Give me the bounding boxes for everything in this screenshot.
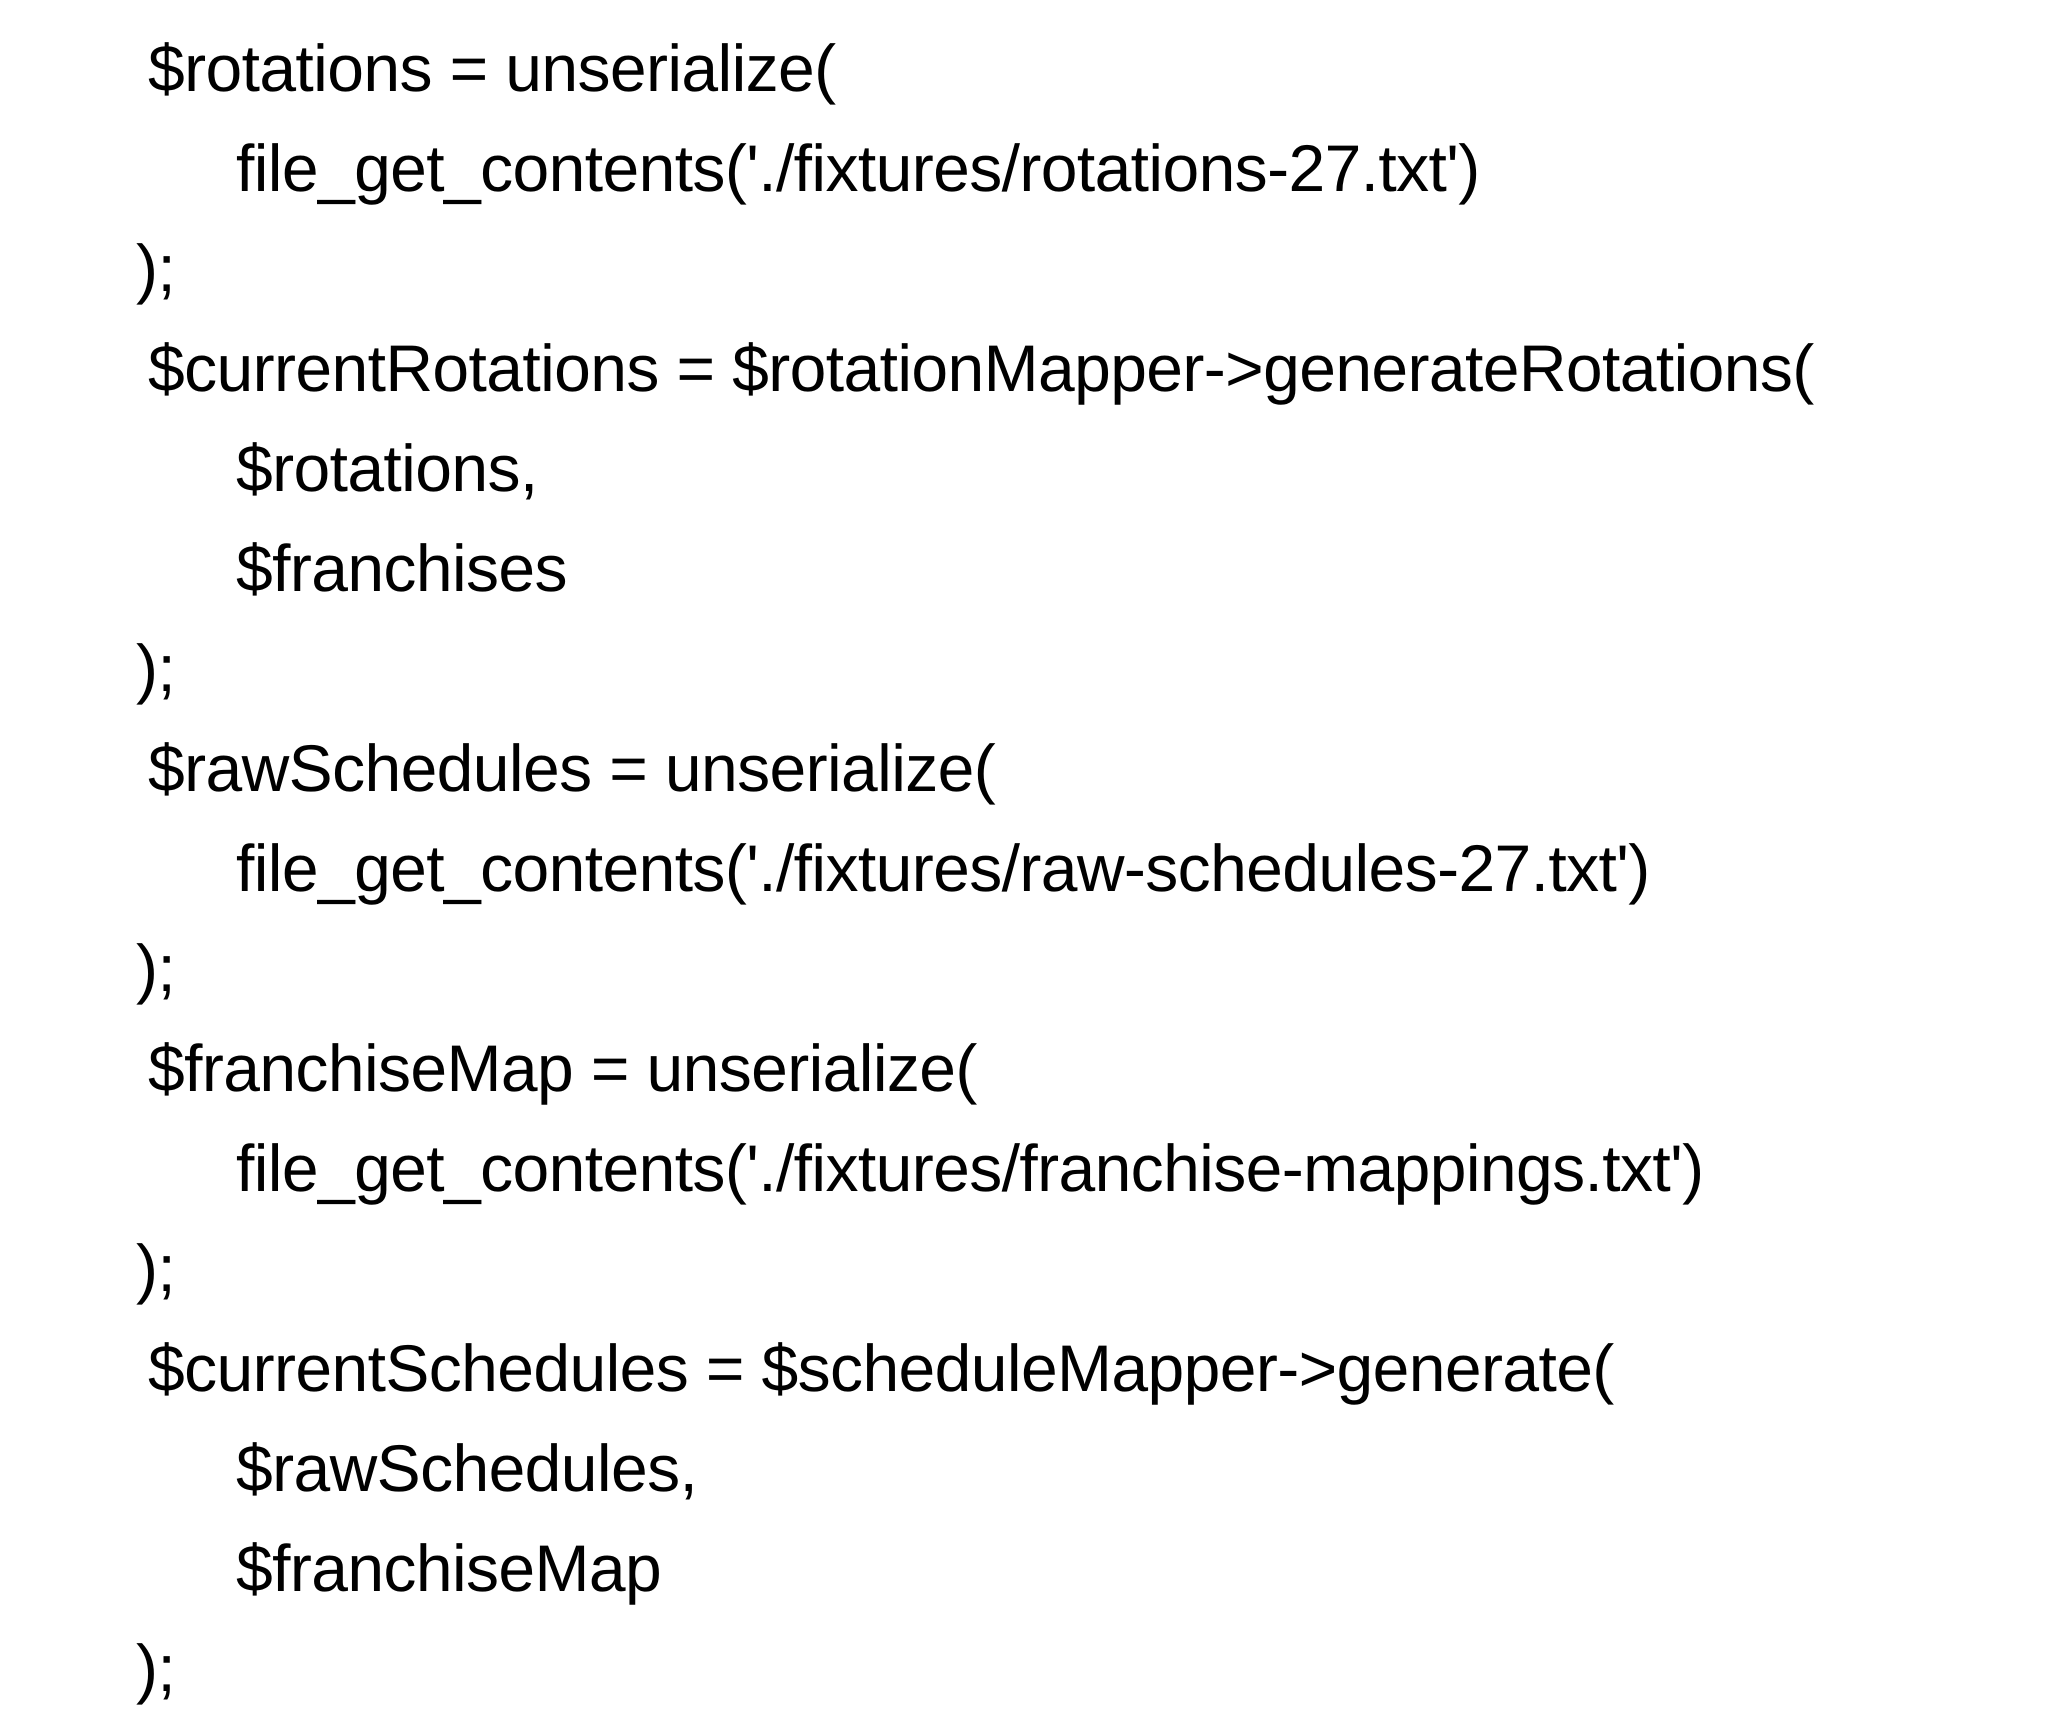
code-line: $franchiseMap = unserialize( [148, 1031, 977, 1105]
code-line: $franchises [236, 531, 568, 605]
code-line: $currentSchedules = $scheduleMapper->gen… [148, 1331, 1614, 1405]
code-line: $rotations, [236, 431, 538, 505]
code-line: file_get_contents('./fixtures/raw-schedu… [236, 831, 1650, 905]
code-line: file_get_contents('./fixtures/franchise-… [236, 1131, 1704, 1205]
code-line: ); [136, 1631, 176, 1705]
code-line: $rotations = unserialize( [148, 31, 836, 105]
code-line: file_get_contents('./fixtures/rotations-… [236, 131, 1480, 205]
code-line: $rawSchedules = unserialize( [148, 731, 996, 805]
code-line: $currentRotations = $rotationMapper->gen… [148, 331, 1814, 405]
code-line: ); [136, 231, 176, 305]
code-line: $rawSchedules, [236, 1431, 698, 1505]
code-line: $franchiseMap [236, 1531, 662, 1605]
code-line: ); [136, 631, 176, 705]
code-line: ); [136, 1231, 176, 1305]
code-line: ); [136, 931, 176, 1005]
slide-canvas: $rotations = unserialize( file_get_conten… [136, 31, 1815, 1705]
code-block: $rotations = unserialize( file_get_conten… [136, 18, 2008, 1718]
